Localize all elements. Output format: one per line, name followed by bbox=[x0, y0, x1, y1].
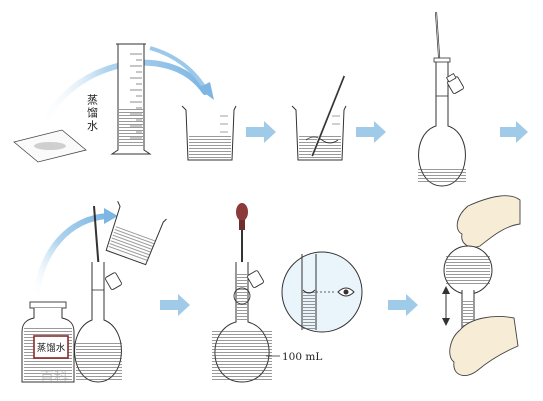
step-rinse-and-pour: 蒸馏水 bbox=[21, 201, 167, 383]
flask-stopper bbox=[445, 73, 464, 94]
beaker-1 bbox=[181, 105, 237, 161]
bottom-hand bbox=[449, 316, 519, 377]
step-arrow-5 bbox=[388, 294, 418, 316]
step-dissolve bbox=[291, 75, 347, 161]
distilled-water-bottle bbox=[21, 301, 75, 383]
meniscus-magnifier bbox=[281, 251, 363, 333]
step-shake-mix bbox=[442, 195, 521, 377]
step-arrow-1 bbox=[246, 121, 276, 143]
step-transfer-to-flask bbox=[418, 11, 466, 187]
transfer-arrow-head bbox=[198, 82, 214, 100]
step-arrow-2 bbox=[356, 121, 386, 143]
volume-mark-label: 100 mL bbox=[282, 351, 322, 363]
step-weigh-transfer: 蒸馏水 bbox=[13, 43, 237, 163]
stirring-rod bbox=[310, 75, 346, 157]
watermark: 百科 bbox=[40, 370, 68, 386]
step-dilute-to-mark bbox=[212, 203, 280, 383]
weighing-paper bbox=[13, 129, 87, 163]
graduated-cylinder bbox=[110, 43, 152, 155]
bottle-label: 蒸馏水 bbox=[37, 342, 66, 354]
dropper bbox=[236, 203, 248, 266]
step-arrow-4 bbox=[160, 294, 190, 316]
cylinder-label: 蒸馏水 bbox=[86, 94, 99, 133]
step-arrow-3 bbox=[500, 121, 528, 143]
pouring-beaker bbox=[105, 201, 167, 266]
top-hand bbox=[456, 195, 521, 248]
